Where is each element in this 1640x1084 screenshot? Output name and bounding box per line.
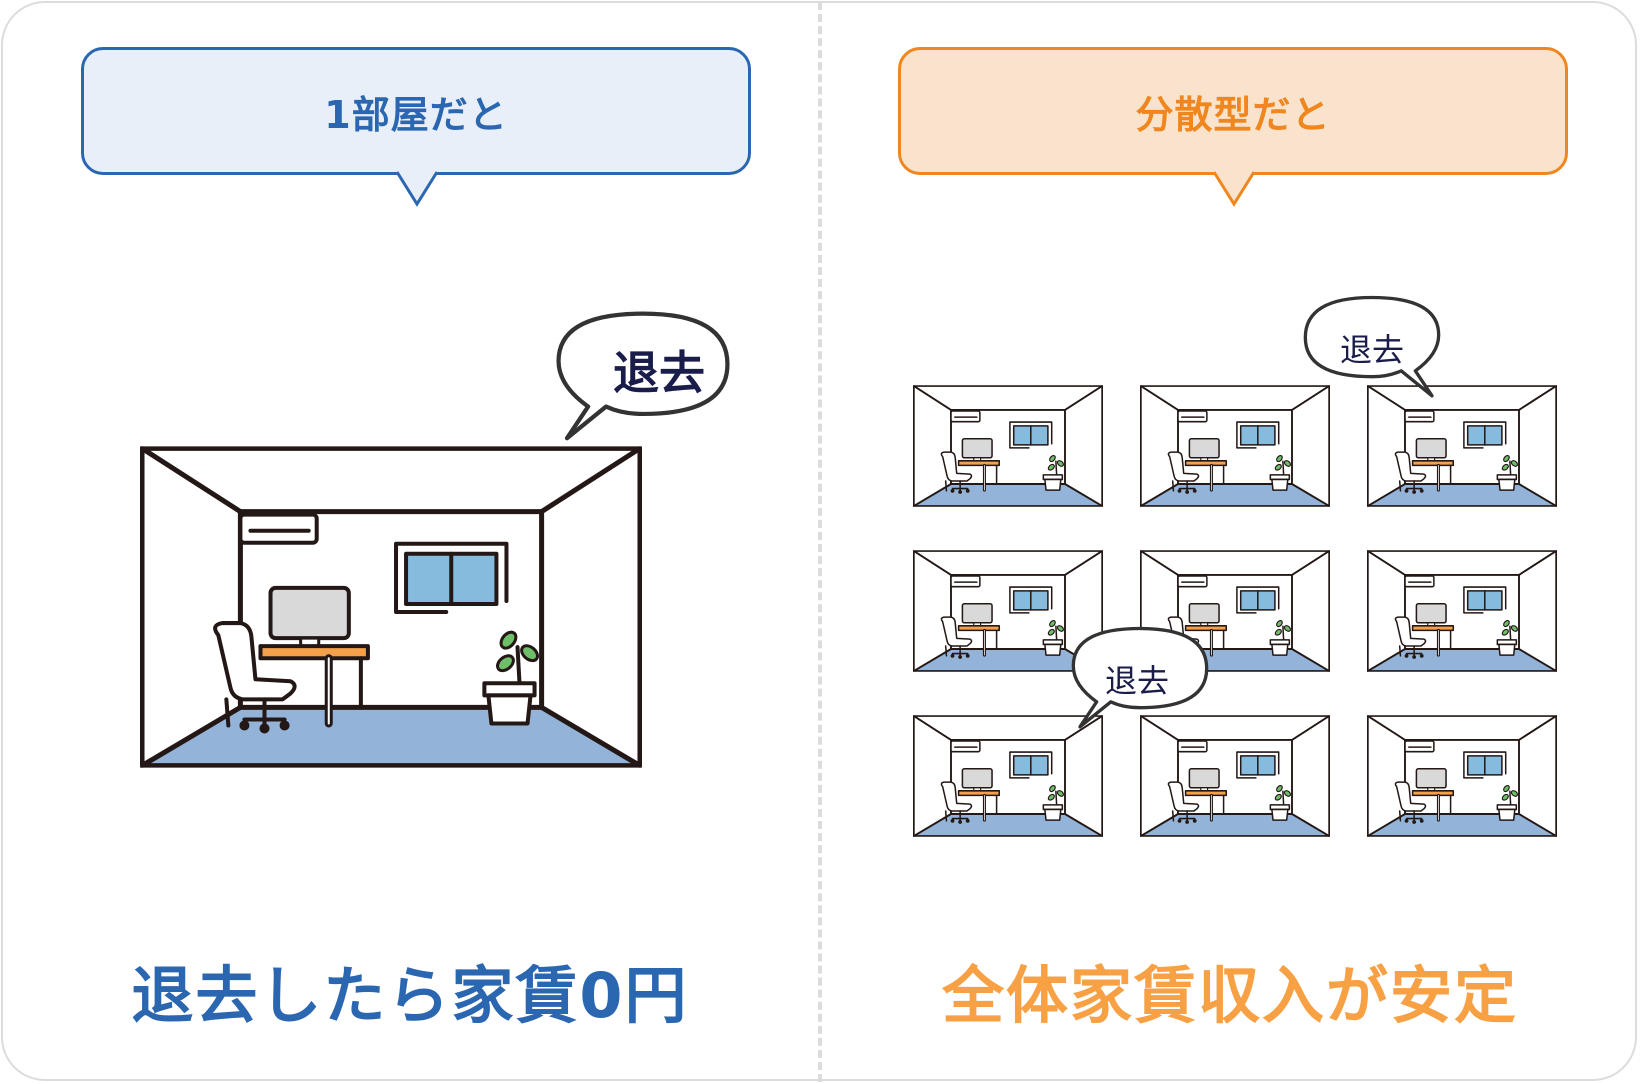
right-header-tail (1212, 170, 1256, 207)
room-1 (913, 385, 1103, 507)
left-header-bubble: 1部屋だと (81, 47, 751, 175)
panel-divider (818, 2, 822, 1082)
single-room-illustration (140, 445, 642, 769)
left-footer-text: 退去したら家賃0円 (131, 959, 689, 1032)
right-speech-label-2: 退去 (1104, 662, 1169, 700)
room-9 (1367, 715, 1557, 837)
room-6 (1367, 550, 1557, 672)
left-header-tail (395, 170, 439, 207)
left-speech-label: 退去 (613, 346, 705, 400)
left-header-label: 1部屋だと (324, 92, 508, 137)
right-header-label: 分散型だと (1135, 92, 1331, 137)
right-speech-label-1: 退去 (1339, 331, 1404, 369)
right-header-bubble: 分散型だと (898, 47, 1568, 175)
right-footer-text: 全体家賃収入が安定 (941, 959, 1518, 1032)
